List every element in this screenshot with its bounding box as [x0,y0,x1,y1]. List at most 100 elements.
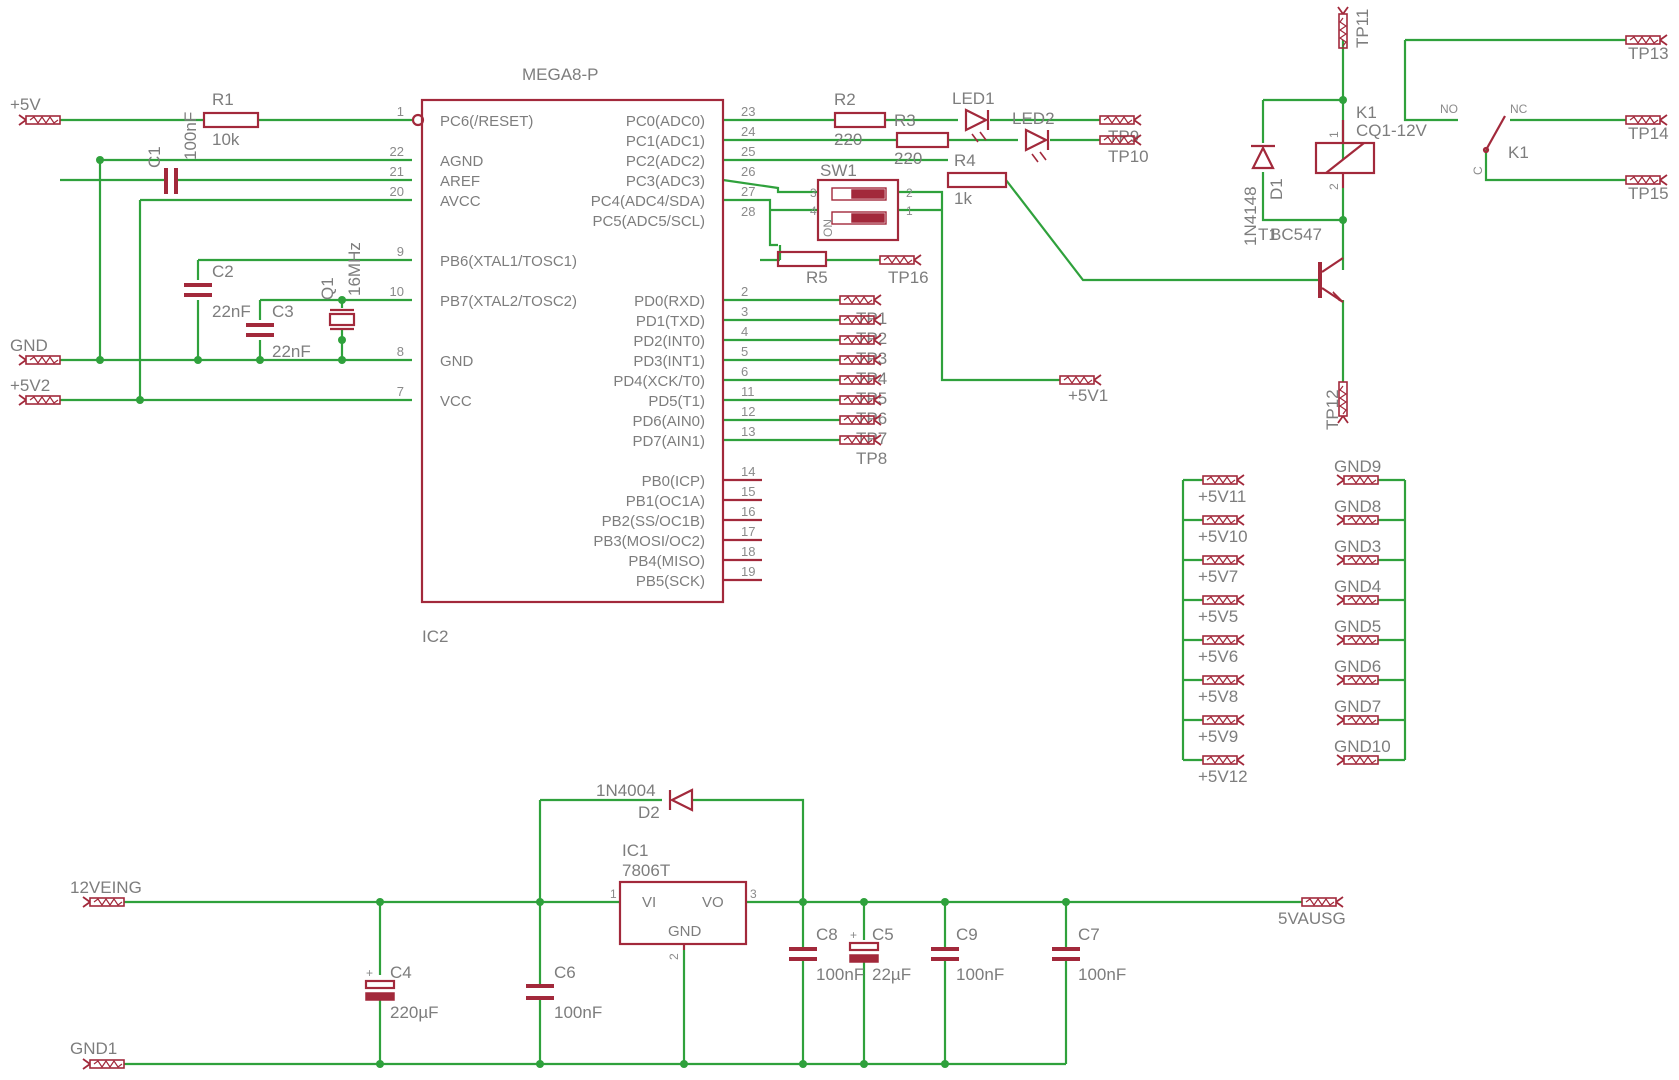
capacitor-c7: C7 100nF [1052,925,1126,984]
connector-p5v10 [1202,514,1245,526]
c9-value: 100nF [956,965,1004,984]
label-12veing: 12VEING [70,878,142,897]
r2-value: 220 [834,130,862,149]
label-tp12: TP12 [1323,389,1342,430]
ic2-pin-name: PC5(ADC5/SCL) [592,213,705,230]
d2-part: 1N4004 [596,781,656,800]
c3-value: 22nF [272,342,311,361]
ic2-pin-number: 18 [741,544,755,559]
ic2-pin-name: PB4(MISO) [628,553,705,570]
pd-test-point-label: TP2 [856,329,887,348]
ic2-pin-name: PB3(MOSI/OC2) [593,533,705,550]
connector-gnd9 [1336,474,1379,486]
r4-name: R4 [954,151,976,170]
connector-labels: +5V GND +5V2 +5V1 12VEING GND1 5VAUSG TP… [10,9,1669,1058]
ic1-name: IC1 [622,841,648,860]
connector-p5v11 [1202,474,1245,486]
connector-gnd5 [1336,634,1379,646]
ic2-pin-number: 11 [741,384,755,399]
r3-name: R3 [894,111,916,130]
led1-name: LED1 [952,89,995,108]
ic2-pin-name: PB1(OC1A) [626,493,705,510]
r1-name: R1 [212,90,234,109]
c5-value: 22µF [872,965,911,984]
c8-name: C8 [816,925,838,944]
p5v-connector-label: +5V11 [1198,487,1246,506]
connector-gnd3 [1336,554,1379,566]
resistor-r5: R5 [776,250,828,287]
k1-nc-label: NC [1510,102,1528,116]
capacitor-c9: C9 100nF [931,925,1004,984]
label-tp14: TP14 [1628,124,1669,143]
gnd-connector-label: GND7 [1334,697,1381,716]
resistor-r3: R3 220 [894,111,950,168]
capacitor-c3: C3 22nF [246,302,311,361]
test-point-tp15 [1625,174,1668,186]
p5v-connector-label: +5V7 [1198,567,1238,586]
ic2-pin-name: PC0(ADC0) [626,113,705,130]
c2-value: 22nF [212,302,251,321]
ic1-vo-label: VO [702,894,724,911]
ic2-pin-number: 4 [741,324,748,339]
ic1-gnd-label: GND [668,923,702,940]
ic2-pin-name: PB0(ICP) [642,473,705,490]
ic2-pin-number: 25 [741,144,755,159]
ic2-pin-name: PD3(INT1) [633,353,705,370]
ic2-pin-number: 6 [741,364,748,379]
resistor-r2: R2 220 [833,90,887,149]
led-led1: LED1 [952,89,995,143]
diode-d2: 1N4004 D2 [596,781,694,822]
ic1-part: 7806T [622,861,670,880]
ic1-pin-in: 1 [610,887,617,901]
ic2-pin-number: 17 [741,524,755,539]
ic2-pin-name: PC3(ADC3) [626,173,705,190]
ic1-pin-out: 3 [750,887,757,901]
gnd-connector-label: GND10 [1334,737,1391,756]
crystal-q1: Q1 16MHz [318,242,364,331]
ic2-pin-name: PB2(SS/OC1B) [602,513,705,530]
c6-name: C6 [554,963,576,982]
junction-dots [96,96,1347,1068]
pd-test-point-label: TP8 [856,449,887,468]
p5v-connector-label: +5V8 [1198,687,1238,706]
gnd-connector-label: GND4 [1334,577,1381,596]
relay-k1-coil: K1 CQ1-12V 1 2 [1314,103,1428,190]
ic2-pin-number: 26 [741,164,755,179]
test-point-tp10 [1099,134,1142,146]
label-tp11: TP11 [1353,9,1372,48]
pd-test-point-label: TP7 [856,429,887,448]
label-p5v2: +5V2 [10,376,50,395]
q1-name: Q1 [318,277,337,300]
sw1-on-label: ON [821,219,835,237]
r5-name: R5 [806,268,828,287]
ic2-pin-name: PB7(XTAL2/TOSC2) [440,293,577,310]
k1-part: CQ1-12V [1356,121,1428,140]
ic2-pin-name: AREF [440,173,480,190]
ic1-vi-label: VI [642,894,656,911]
ic2-pin-name: PC6(/RESET) [440,113,533,130]
ic2-pin-number: 20 [390,184,404,199]
ic2-pin-number: 24 [741,124,755,139]
gnd-connector-label: GND8 [1334,497,1381,516]
test-point-tp13 [1625,34,1668,46]
ic2-pin-number: 13 [741,424,755,439]
ic2-pin-number: 3 [741,304,748,319]
diode-d1: 1N4148 D1 [1241,144,1286,246]
c4-name: C4 [390,963,412,982]
label-5vausg: 5VAUSG [1278,909,1346,928]
connector-gnd4 [1336,594,1379,606]
ic2-pin-number: 8 [397,344,404,359]
p5v-connector-label: +5V9 [1198,727,1238,746]
transistor-t1: T1 BC547 [1258,225,1344,303]
connector-p5v8 [1202,674,1245,686]
wires [60,38,1626,1066]
regulator-ic1: IC1 7806T VI VO GND 1 3 2 [610,841,757,960]
ic2-pin-name: PD6(AIN0) [632,413,705,430]
label-gnd1: GND1 [70,1039,117,1058]
t1-part: BC547 [1270,225,1322,244]
sw1-pin-3: 3 [810,186,817,200]
test-point-symbols [18,6,1668,1070]
ic2-pin-number: 22 [390,144,404,159]
connector-gnd7 [1336,714,1379,726]
